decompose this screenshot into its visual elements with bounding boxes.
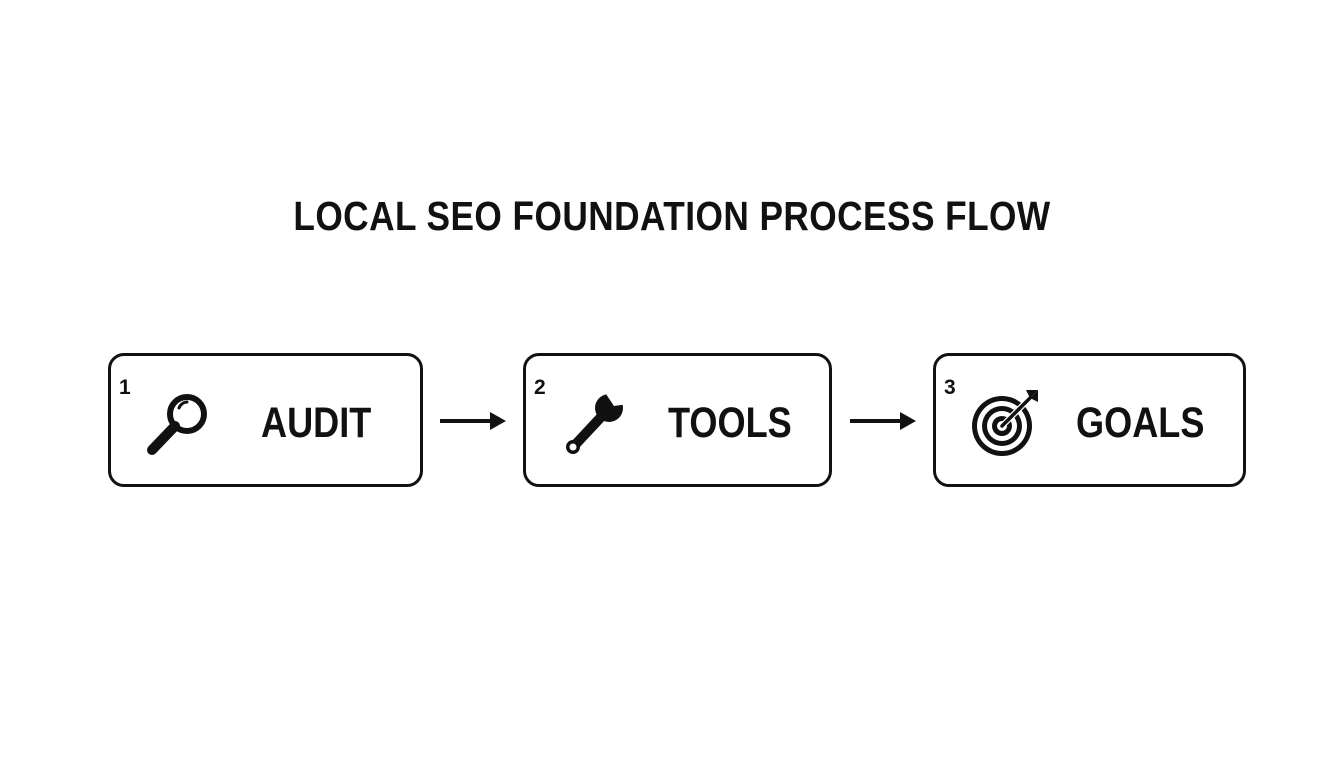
step-label: TOOLS xyxy=(668,399,792,447)
step-goals: 3 GOALS xyxy=(933,353,1246,487)
flow-arrow xyxy=(438,408,508,434)
step-number: 1 xyxy=(119,376,131,399)
page-title: LOCAL SEO FOUNDATION PROCESS FLOW xyxy=(293,193,1051,239)
step-tools: 2 TOOLS xyxy=(523,353,832,487)
step-number: 2 xyxy=(534,376,546,399)
target-icon xyxy=(966,386,1042,462)
step-audit: 1 AUDIT xyxy=(108,353,423,487)
magnifying-glass-icon xyxy=(141,386,217,462)
step-label: GOALS xyxy=(1076,399,1205,447)
flow-arrow xyxy=(848,408,918,434)
step-number: 3 xyxy=(944,376,956,399)
wrench-icon xyxy=(556,386,632,462)
step-label: AUDIT xyxy=(261,399,372,447)
